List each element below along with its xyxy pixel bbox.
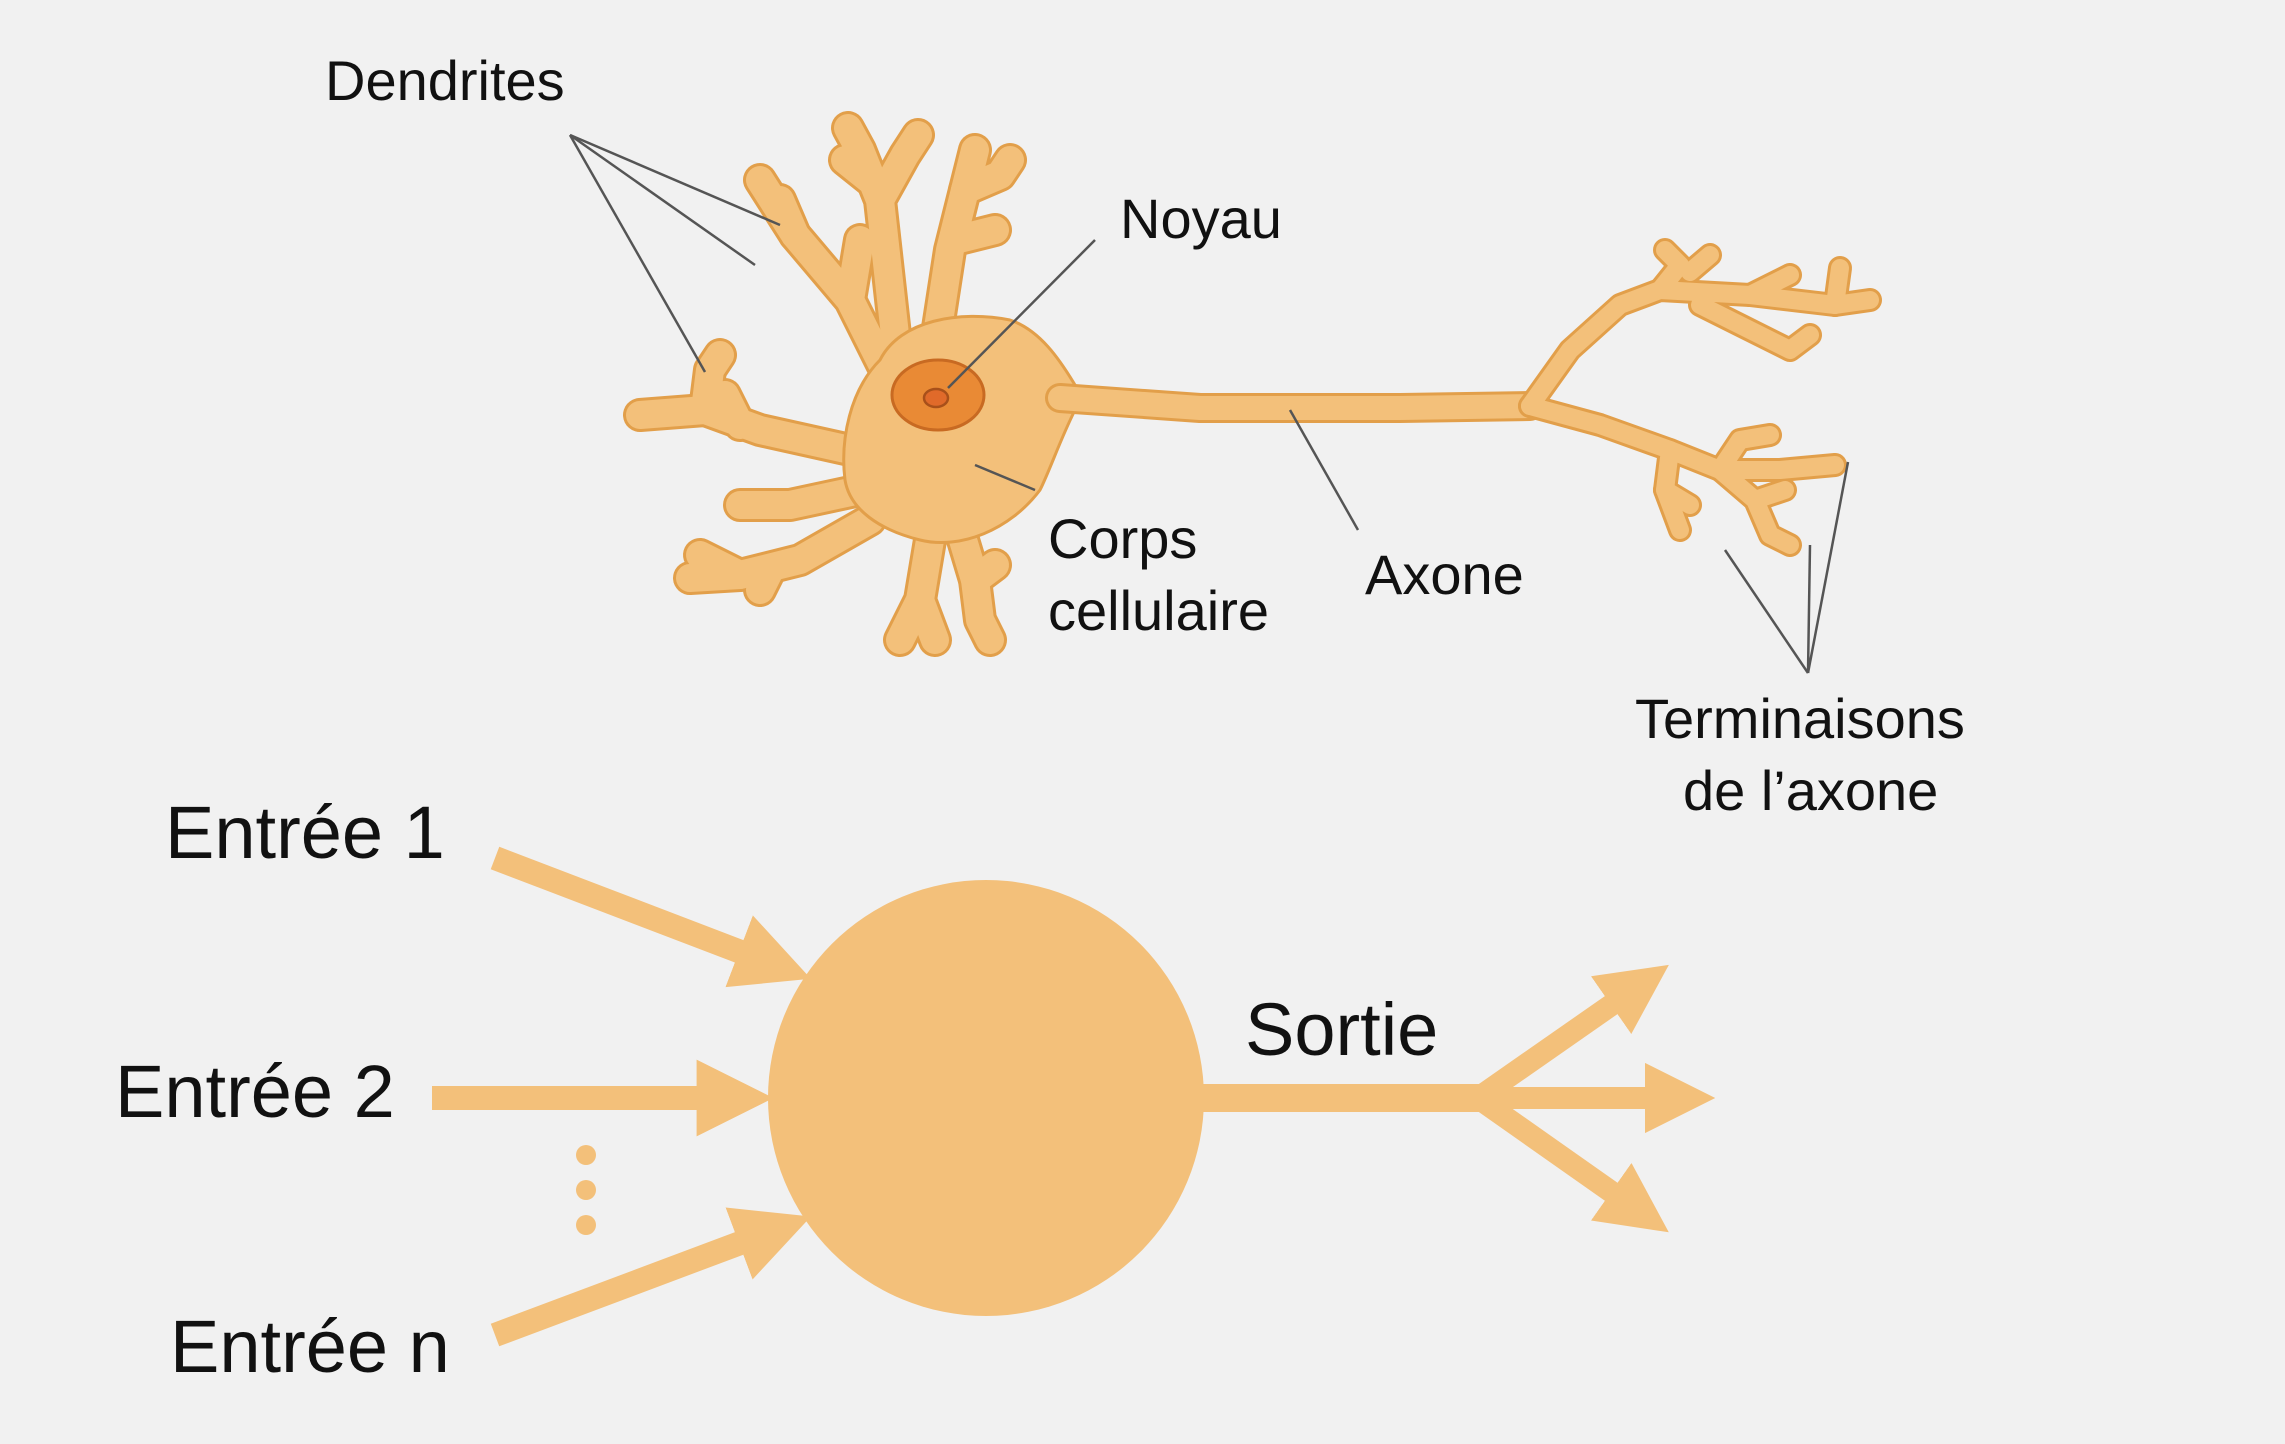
nucleolus-shape (924, 389, 948, 407)
noyau-label: Noyau (1120, 187, 1282, 250)
corps-label-line1: Corps (1048, 507, 1197, 570)
axone-leader (1290, 410, 1358, 530)
axon-terminals-shape (1530, 250, 1870, 545)
axone-label: Axone (1365, 543, 1524, 606)
terminaisons-leader-c (1808, 462, 1848, 673)
input-label-2: Entrée 2 (115, 1050, 395, 1133)
terminaisons-label-line2: de l’axone (1683, 759, 1938, 822)
corps-label-line2: cellulaire (1048, 579, 1269, 642)
output-arrow-up (1478, 985, 1640, 1098)
biological-neuron: Dendrites Noyau Corps cellulaire Axone T… (325, 49, 1965, 822)
input-label-n: Entrée n (170, 1305, 450, 1388)
ellipsis-dot-2 (576, 1180, 596, 1200)
neuron-node (768, 880, 1204, 1316)
ellipsis-dot-1 (576, 1145, 596, 1165)
input-label-1: Entrée 1 (165, 791, 445, 874)
ellipsis-dot-3 (576, 1215, 596, 1235)
output-arrow-down (1478, 1098, 1640, 1212)
axon-shape (1060, 398, 1530, 408)
artificial-neuron: Entrée 1 Entrée 2 Entrée n Sortie (115, 791, 1680, 1388)
dendrites-leader-c (570, 135, 705, 372)
input-arrow-n (495, 1230, 775, 1335)
dendrites-leader-b (570, 135, 755, 265)
dendrites-label: Dendrites (325, 49, 565, 112)
terminaisons-leader-b (1808, 545, 1810, 673)
terminaisons-leader-a (1725, 550, 1808, 673)
terminaisons-label-line1: Terminaisons (1635, 687, 1965, 750)
output-label: Sortie (1245, 988, 1438, 1071)
input-arrow-1 (495, 858, 775, 965)
